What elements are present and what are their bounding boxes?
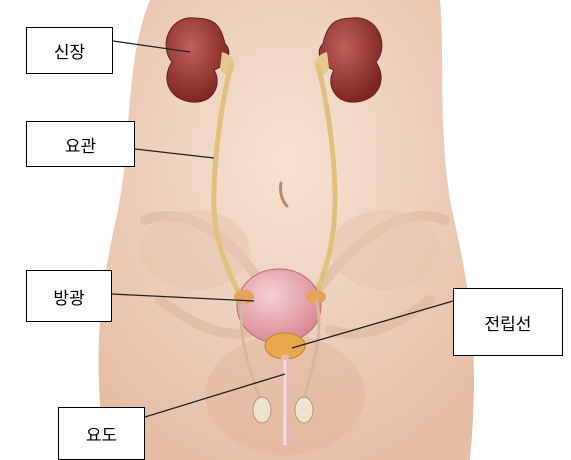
label-bladder: 방광	[26, 270, 112, 322]
label-prostate: 전립선	[453, 288, 563, 356]
hip-shading-right	[330, 210, 440, 290]
label-urethra: 요도	[58, 407, 145, 460]
label-ureter: 요관	[26, 121, 135, 167]
bladder-shape	[237, 269, 321, 343]
testicle-right	[295, 397, 313, 423]
testicle-left	[253, 397, 271, 423]
label-kidney: 신장	[26, 27, 113, 74]
